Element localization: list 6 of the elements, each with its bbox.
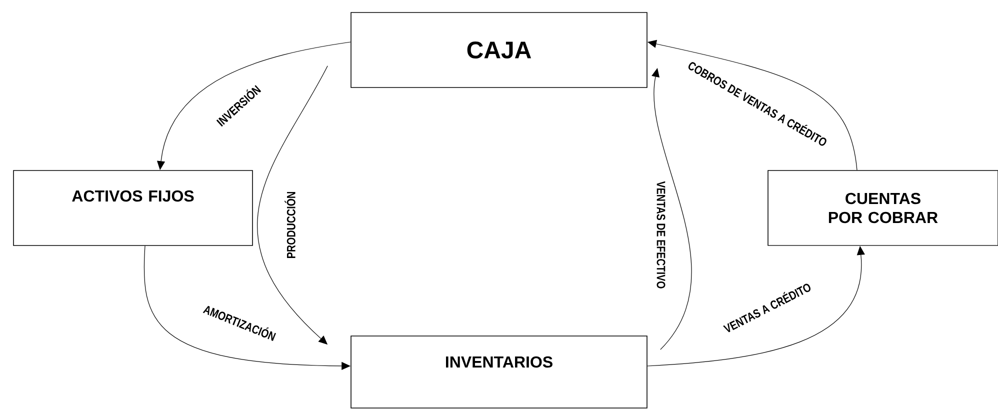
process-box: CAJA <box>350 12 648 88</box>
process-box: CUENTAS POR COBRAR <box>768 170 998 246</box>
edge-label: VENTAS DE EFECTIVO <box>656 181 666 288</box>
process-box: ACTIVOS FIJOS <box>13 170 253 246</box>
process-box: INVENTARIOS <box>350 336 648 408</box>
edge-label: PRODUCCIÓN <box>284 192 296 258</box>
